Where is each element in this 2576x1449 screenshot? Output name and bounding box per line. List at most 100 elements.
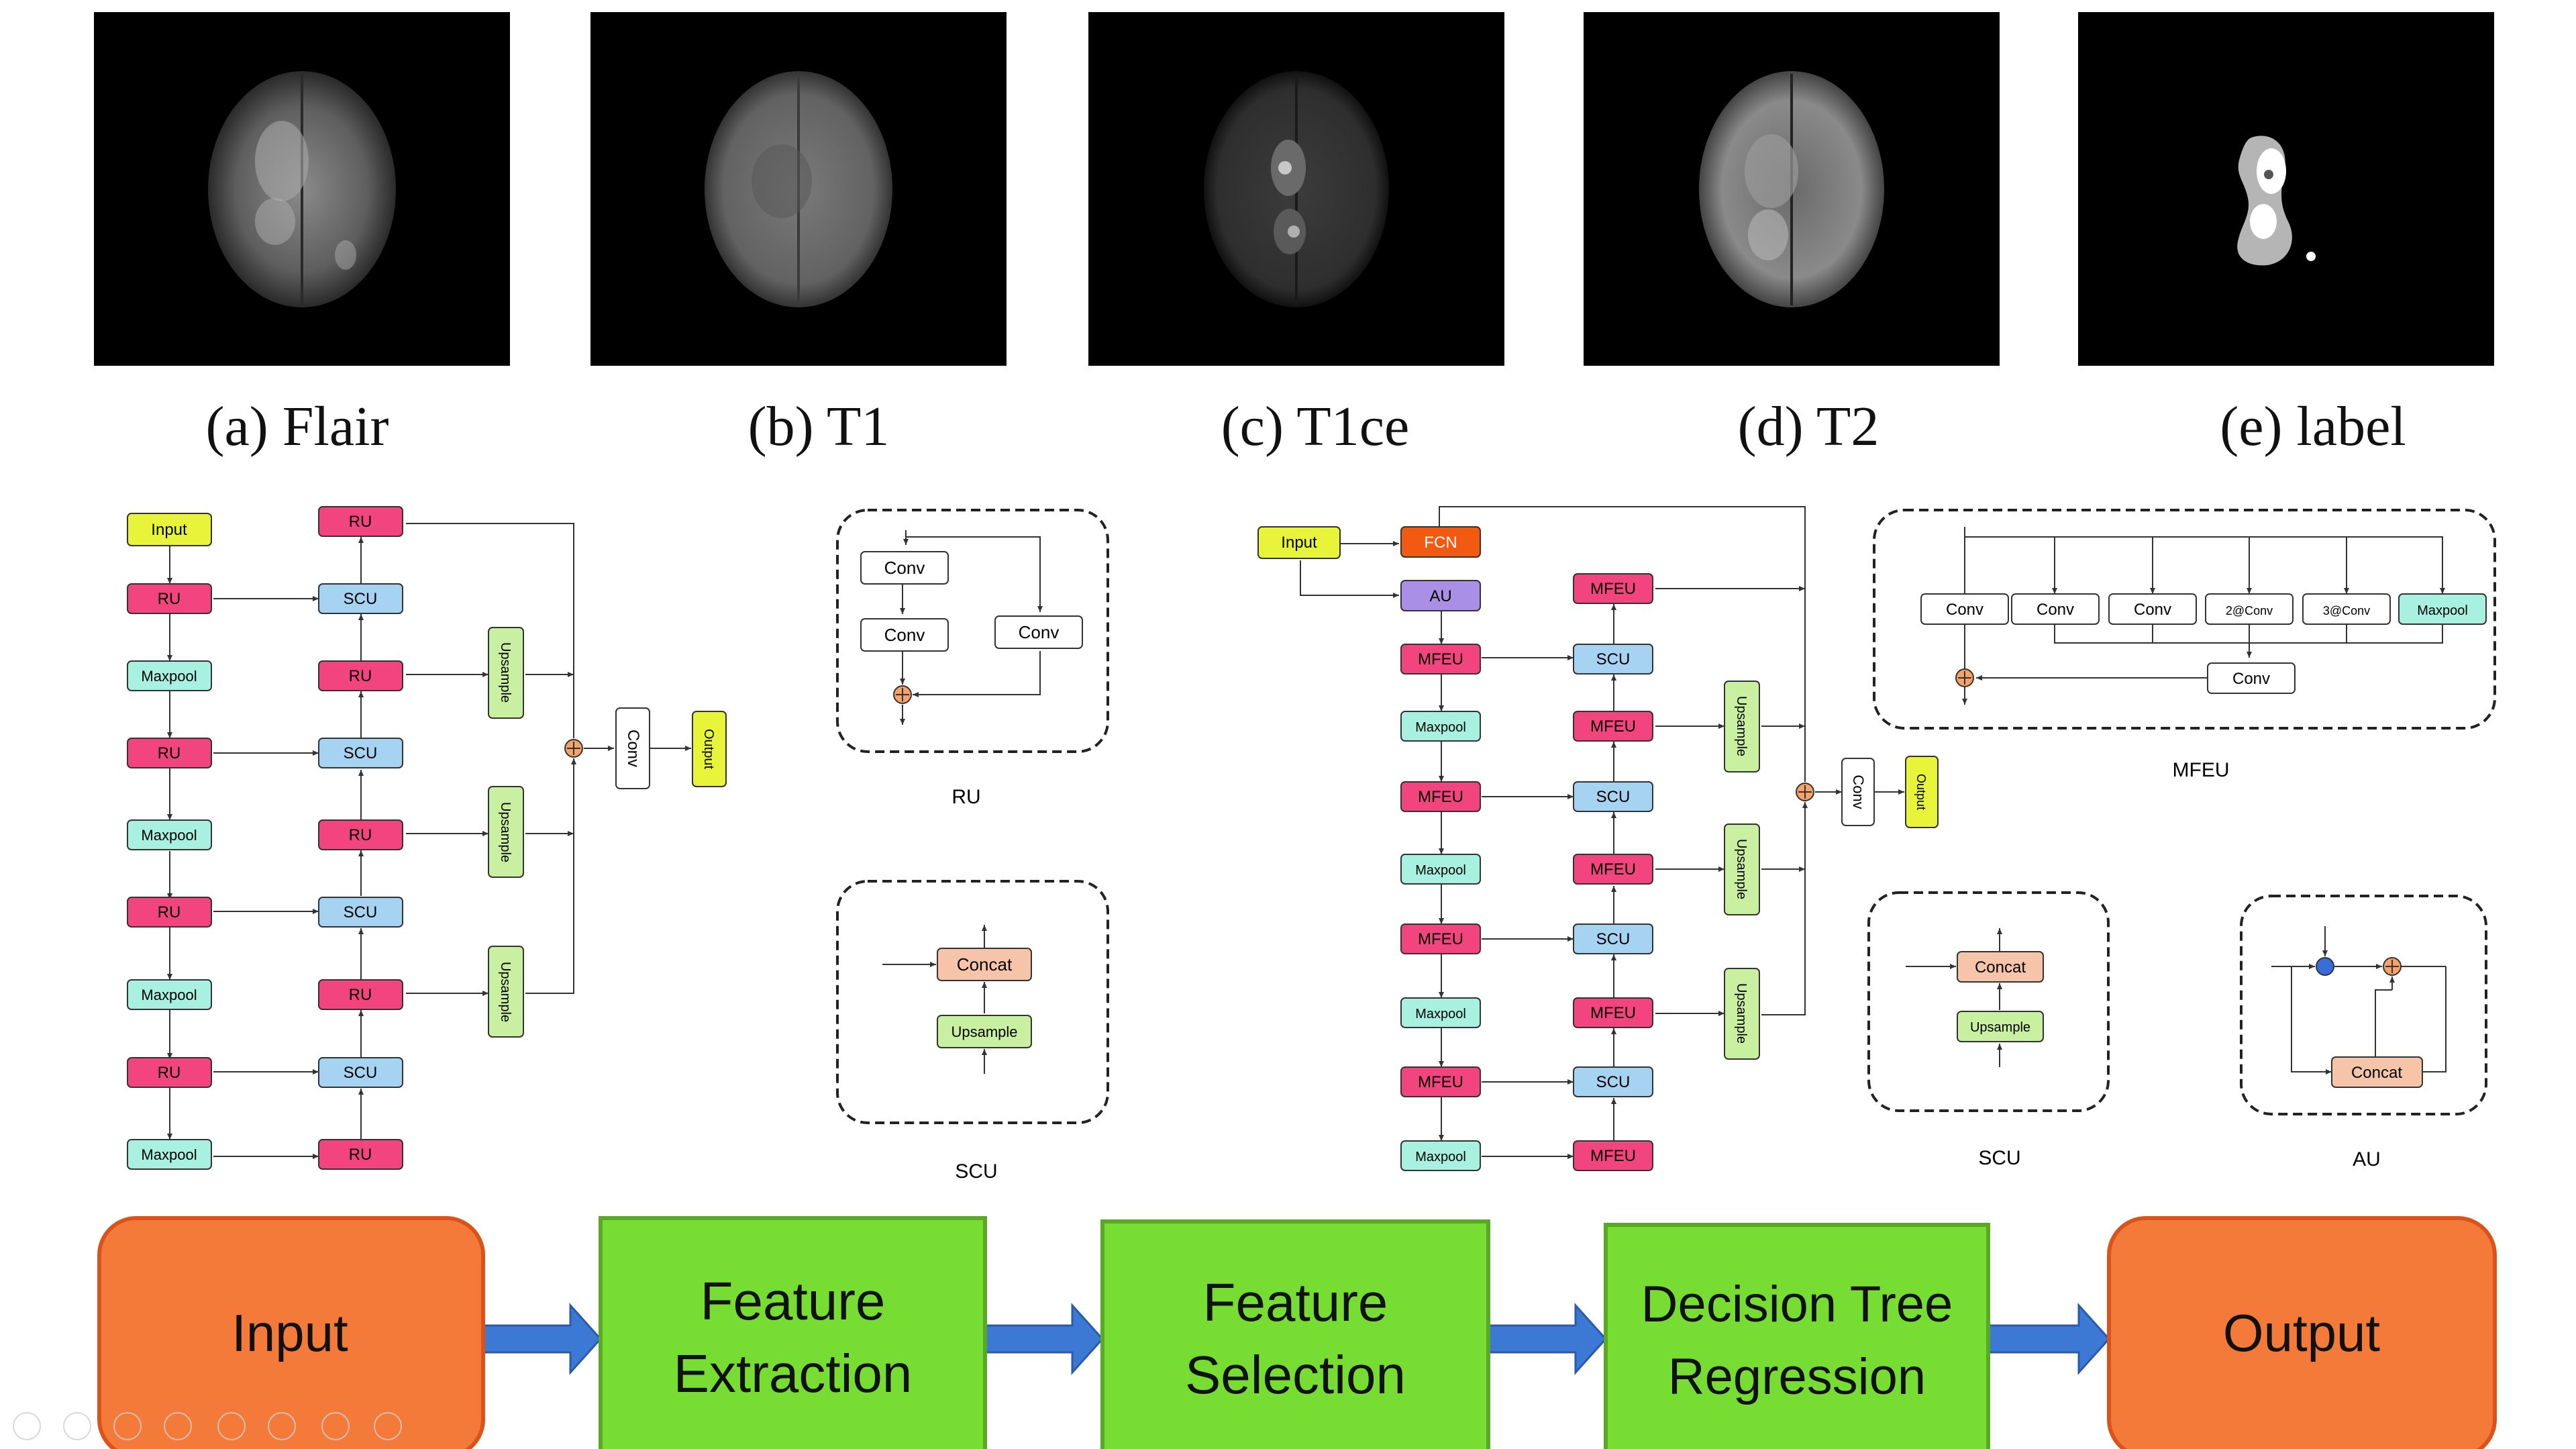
scu-right-caption: SCU	[1978, 1147, 2020, 1169]
right-dec-scu-4: SCU	[1596, 1073, 1631, 1091]
right-network	[1300, 506, 1904, 1159]
pointer-icon[interactable]	[268, 1412, 296, 1440]
pipeline-feature-selection-label: Feature Selection	[1184, 1272, 1406, 1405]
left-dec-scu-4: SCU	[344, 1064, 378, 1082]
left-enc-ru-3: RU	[158, 903, 181, 921]
pipeline-arrow-4	[1986, 1303, 2111, 1375]
left-enc-maxpool-2: Maxpool	[141, 827, 197, 844]
left-conv-node: Conv	[624, 730, 642, 767]
right-enc-maxpool-2: Maxpool	[1415, 863, 1466, 878]
mri-flair-image	[94, 12, 510, 366]
pipeline-input-label: Input	[231, 1303, 348, 1362]
right-enc-maxpool-1: Maxpool	[1415, 720, 1466, 735]
left-input-node: Input	[151, 521, 187, 539]
right-input-node: Input	[1281, 534, 1317, 552]
slideshow-toolbar	[13, 1412, 402, 1440]
left-dec-ru-5: RU	[349, 1146, 372, 1164]
scu-left-upsample: Upsample	[951, 1023, 1017, 1040]
au-concat: Concat	[2351, 1064, 2402, 1082]
pipeline-output-label: Output	[2223, 1303, 2380, 1362]
left-enc-maxpool-1: Maxpool	[141, 668, 197, 685]
right-output-node: Output	[1914, 774, 1928, 810]
mfeu-block: Conv Conv Conv 2@Conv 3@Conv Maxpool Con…	[1873, 509, 2496, 781]
left-network-nodes: Input RU Maxpool RU Maxpool RU Maxpool R…	[127, 506, 727, 1170]
pipeline-decision-tree-box	[1604, 1223, 1990, 1449]
mri-t1-caption: (b) T1	[748, 395, 890, 458]
pipeline-output-box	[2107, 1216, 2497, 1449]
subtitle-icon[interactable]	[321, 1412, 350, 1440]
left-dec-scu-3: SCU	[344, 903, 378, 921]
mri-t1-image	[590, 12, 1007, 366]
mfeu-conv-bottom: Conv	[2232, 670, 2270, 688]
mfeu-unit-1: Conv	[1946, 601, 1983, 619]
left-output-node: Output	[701, 729, 716, 769]
right-upsample-3: Upsample	[1734, 983, 1749, 1044]
right-dec-mfeu-1: MFEU	[1590, 580, 1636, 598]
pipeline: Input Feature Extraction Feature Selecti…	[97, 1216, 2497, 1449]
pipeline-feature-selection-box	[1100, 1219, 1490, 1449]
scu-block-right: Concat Upsample SCU	[1867, 891, 2110, 1169]
left-enc-ru-4: RU	[158, 1064, 181, 1082]
pen-icon[interactable]	[113, 1412, 142, 1440]
mri-t2-image	[1584, 12, 2000, 366]
ru-conv-a: Conv	[884, 558, 925, 578]
more-icon[interactable]	[374, 1412, 402, 1440]
right-upsample-1: Upsample	[1734, 696, 1749, 756]
left-dec-ru-1: RU	[349, 513, 372, 531]
ru-conv-b: Conv	[884, 625, 925, 645]
left-network	[167, 523, 691, 1159]
au-block: Concat AU	[2240, 895, 2487, 1170]
scu-left-concat: Concat	[957, 954, 1013, 975]
scu-right-concat: Concat	[1975, 958, 2026, 977]
left-enc-ru-1: RU	[158, 590, 181, 608]
right-dec-scu-1: SCU	[1596, 650, 1631, 668]
pipeline-arrow-1	[478, 1303, 603, 1375]
mri-label-image	[2078, 12, 2494, 366]
pipeline-arrow-3	[1487, 1303, 1608, 1375]
right-fcn-node: FCN	[1424, 534, 1457, 552]
pipeline-feature-extraction-label: Feature Extraction	[673, 1270, 913, 1403]
mri-row: (a) Flair (b) T1 (c) T1ce (d) T2	[94, 12, 2494, 458]
pipeline-input-box	[97, 1216, 485, 1449]
left-upsample-3: Upsample	[498, 962, 513, 1022]
ru-block: Conv Conv Conv RU	[836, 509, 1109, 808]
right-enc-mfeu-4: MFEU	[1418, 1073, 1463, 1091]
right-dec-mfeu-3: MFEU	[1590, 860, 1636, 879]
next-icon[interactable]	[63, 1412, 91, 1440]
scu-block-left: Concat Upsample SCU	[836, 880, 1109, 1183]
right-network-nodes: Input FCN AU MFEU Maxpool MFEU Maxpool M…	[1257, 526, 1939, 1171]
scu-left-caption: SCU	[955, 1160, 997, 1183]
prev-icon[interactable]	[13, 1412, 41, 1440]
left-dec-scu-1: SCU	[344, 590, 378, 608]
right-enc-maxpool-4: Maxpool	[1415, 1150, 1466, 1164]
right-dec-mfeu-2: MFEU	[1590, 717, 1636, 736]
right-dec-scu-3: SCU	[1596, 930, 1631, 948]
left-dec-ru-2: RU	[349, 667, 372, 685]
mfeu-unit-2: Conv	[2037, 601, 2074, 619]
pipeline-decision-tree-label: Decision Tree Regression	[1641, 1275, 1953, 1405]
right-enc-mfeu-2: MFEU	[1418, 788, 1463, 806]
mri-t2-caption: (d) T2	[1738, 395, 1879, 458]
ru-conv-c: Conv	[1019, 622, 1060, 642]
right-conv-node: Conv	[1850, 775, 1867, 809]
right-enc-maxpool-3: Maxpool	[1415, 1007, 1466, 1021]
zoom-icon[interactable]	[217, 1412, 246, 1440]
mfeu-unit-4: 2@Conv	[2226, 604, 2273, 617]
pipeline-feature-extraction-box	[599, 1216, 987, 1449]
mri-flair-caption: (a) Flair	[206, 395, 389, 458]
mfeu-unit-6: Maxpool	[2417, 603, 2468, 618]
left-enc-maxpool-4: Maxpool	[141, 1146, 197, 1163]
mri-t1ce-caption: (c) T1ce	[1221, 395, 1410, 458]
pipeline-arrow-2	[984, 1303, 1104, 1375]
left-upsample-1: Upsample	[498, 642, 513, 703]
right-dec-scu-2: SCU	[1596, 788, 1631, 806]
left-dec-ru-3: RU	[349, 826, 372, 844]
right-enc-mfeu-3: MFEU	[1418, 930, 1463, 948]
mfeu-caption: MFEU	[2173, 759, 2230, 781]
left-upsample-2: Upsample	[498, 802, 513, 862]
slides-icon[interactable]	[164, 1412, 192, 1440]
right-upsample-2: Upsample	[1734, 839, 1749, 899]
left-enc-ru-2: RU	[158, 744, 181, 762]
right-dec-mfeu-4: MFEU	[1590, 1004, 1636, 1022]
